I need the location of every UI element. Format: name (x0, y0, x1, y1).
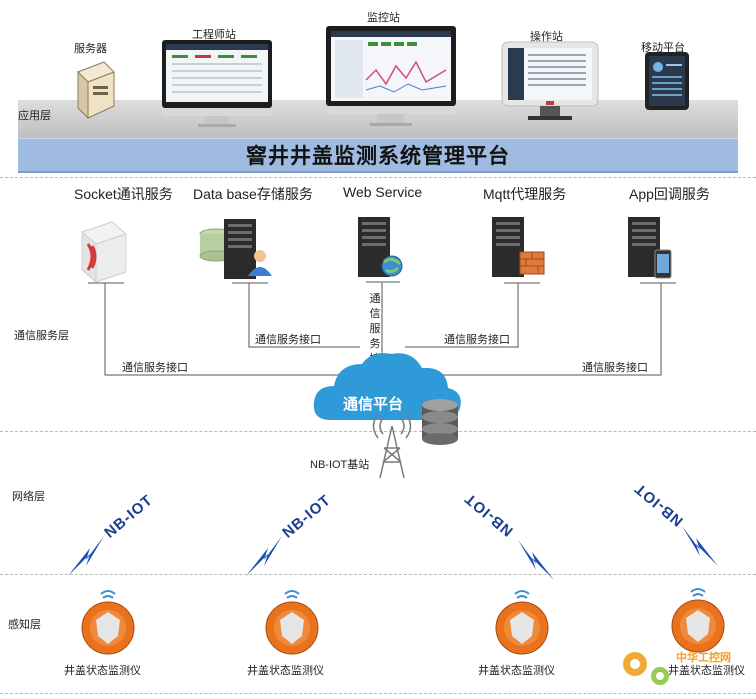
platform-title: 窨井井盖监测系统管理平台 (246, 145, 510, 168)
app-service-icon (628, 217, 676, 284)
engineer-monitor-icon (162, 40, 272, 127)
layer-label-perception: 感知层 (8, 619, 41, 631)
layer-label-network: 网络层 (12, 491, 45, 503)
sensor-device-icon (265, 590, 319, 655)
interface-label-mqtt: 通信服务接口 (444, 334, 510, 346)
device-label-engineer: 工程师站 (192, 29, 236, 41)
service-label-app: App回调服务 (629, 186, 710, 202)
socket-service-icon (81, 221, 127, 284)
sensor-label: 井盖状态监测仪 (668, 665, 745, 677)
device-label-operator: 操作站 (530, 31, 563, 43)
server-tower-icon (77, 61, 115, 120)
sensor-device-icon (81, 590, 135, 655)
service-label-mqtt: Mqtt代理服务 (483, 186, 567, 202)
service-label-database: Data base存储服务 (193, 186, 313, 202)
mobile-tablet-icon (645, 52, 689, 110)
watermark-logo (623, 652, 669, 685)
watermark-text: 中华工控网 (676, 652, 731, 664)
operator-station-icon (501, 41, 599, 120)
device-label-monitor: 监控站 (367, 12, 400, 24)
layer-label-application: 应用层 (18, 110, 51, 122)
monitor-station-icon (326, 26, 456, 126)
lightning-bolt-icon (68, 526, 718, 580)
layer-label-comm-service: 通信服务层 (14, 330, 69, 342)
sensor-device-icon (495, 590, 549, 655)
sensor-label: 井盖状态监测仪 (64, 665, 141, 677)
layer-divider (0, 574, 756, 575)
layer-divider (0, 431, 756, 432)
database-service-icon (199, 219, 272, 284)
service-label-web: Web Service (343, 184, 423, 200)
service-label-socket: Socket通讯服务 (74, 186, 173, 202)
connection-lines (104, 283, 662, 376)
web-service-icon (358, 217, 403, 283)
interface-label-database: 通信服务接口 (255, 334, 321, 346)
layer-divider (0, 177, 756, 178)
sensor-label: 井盖状态监测仪 (247, 665, 324, 677)
database-cylinder-icon (422, 399, 458, 445)
interface-label-app: 通信服务接口 (582, 362, 648, 374)
sensor-device-icon (671, 588, 725, 653)
base-station-label: NB-IOT基站 (310, 459, 370, 471)
base-station-tower-icon (372, 413, 412, 479)
platform-title-bar: 窨井井盖监测系统管理平台 (18, 138, 738, 173)
layer-divider (0, 693, 756, 694)
device-label-mobile: 移动平台 (641, 42, 685, 54)
sensor-label: 井盖状态监测仪 (478, 665, 555, 677)
mqtt-service-icon (492, 217, 545, 284)
interface-label-socket: 通信服务接口 (122, 362, 188, 374)
cloud-label: 通信平台 (343, 396, 404, 413)
device-label-server: 服务器 (74, 43, 107, 55)
